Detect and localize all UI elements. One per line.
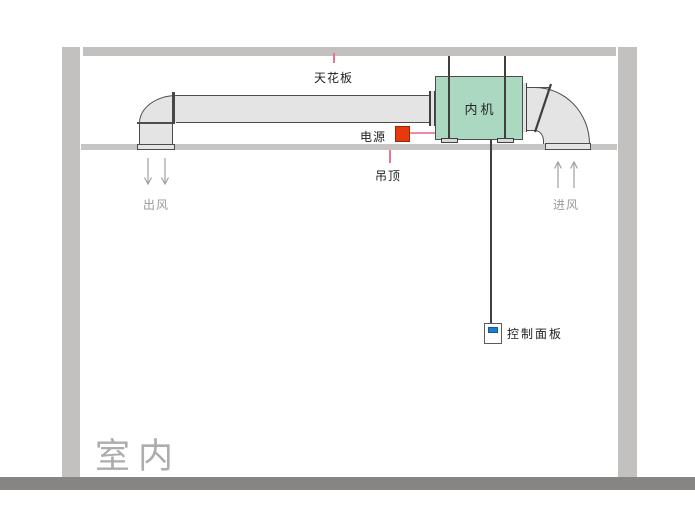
air-inlet-label: 进风 [553,198,580,212]
indoor-unit-label: 内机 [464,101,497,117]
ceiling-leader-tick [333,53,335,63]
duct-elbow-right [535,87,590,144]
control-wire [490,140,492,323]
power-leader-line [410,132,435,134]
outlet-duct-drop [139,123,173,144]
mounting-bracket-right [497,138,514,143]
power-supply-box [395,126,410,142]
air-outlet-label: 出风 [143,198,170,212]
left-wall [62,47,80,477]
duct-flange-left [172,92,175,124]
room-label: 室内 [95,437,182,476]
suspended-ceiling-label: 吊顶 [375,169,402,183]
floor-slab [0,477,695,490]
outlet-grille-plate [137,144,175,150]
hanger-rod-left [448,56,450,140]
ceiling-slab [83,47,616,56]
ceiling-label: 天花板 [314,71,354,85]
control-panel-screen [488,327,498,333]
mounting-bracket-left [441,138,458,143]
right-wall [618,47,637,477]
air-inlet-arrows [553,160,579,188]
supply-duct-horizontal [176,95,430,123]
control-panel-label: 控制面板 [507,327,564,341]
suspended-ceiling-leader-tick [389,150,391,163]
suspended-ceiling-bar [81,144,617,150]
outlet-flange [137,122,175,124]
power-label: 电源 [360,130,387,144]
air-outlet-arrows [143,158,170,186]
control-panel-box [484,323,502,344]
intake-grille-plate [545,143,591,150]
hanger-rod-right [504,56,506,140]
